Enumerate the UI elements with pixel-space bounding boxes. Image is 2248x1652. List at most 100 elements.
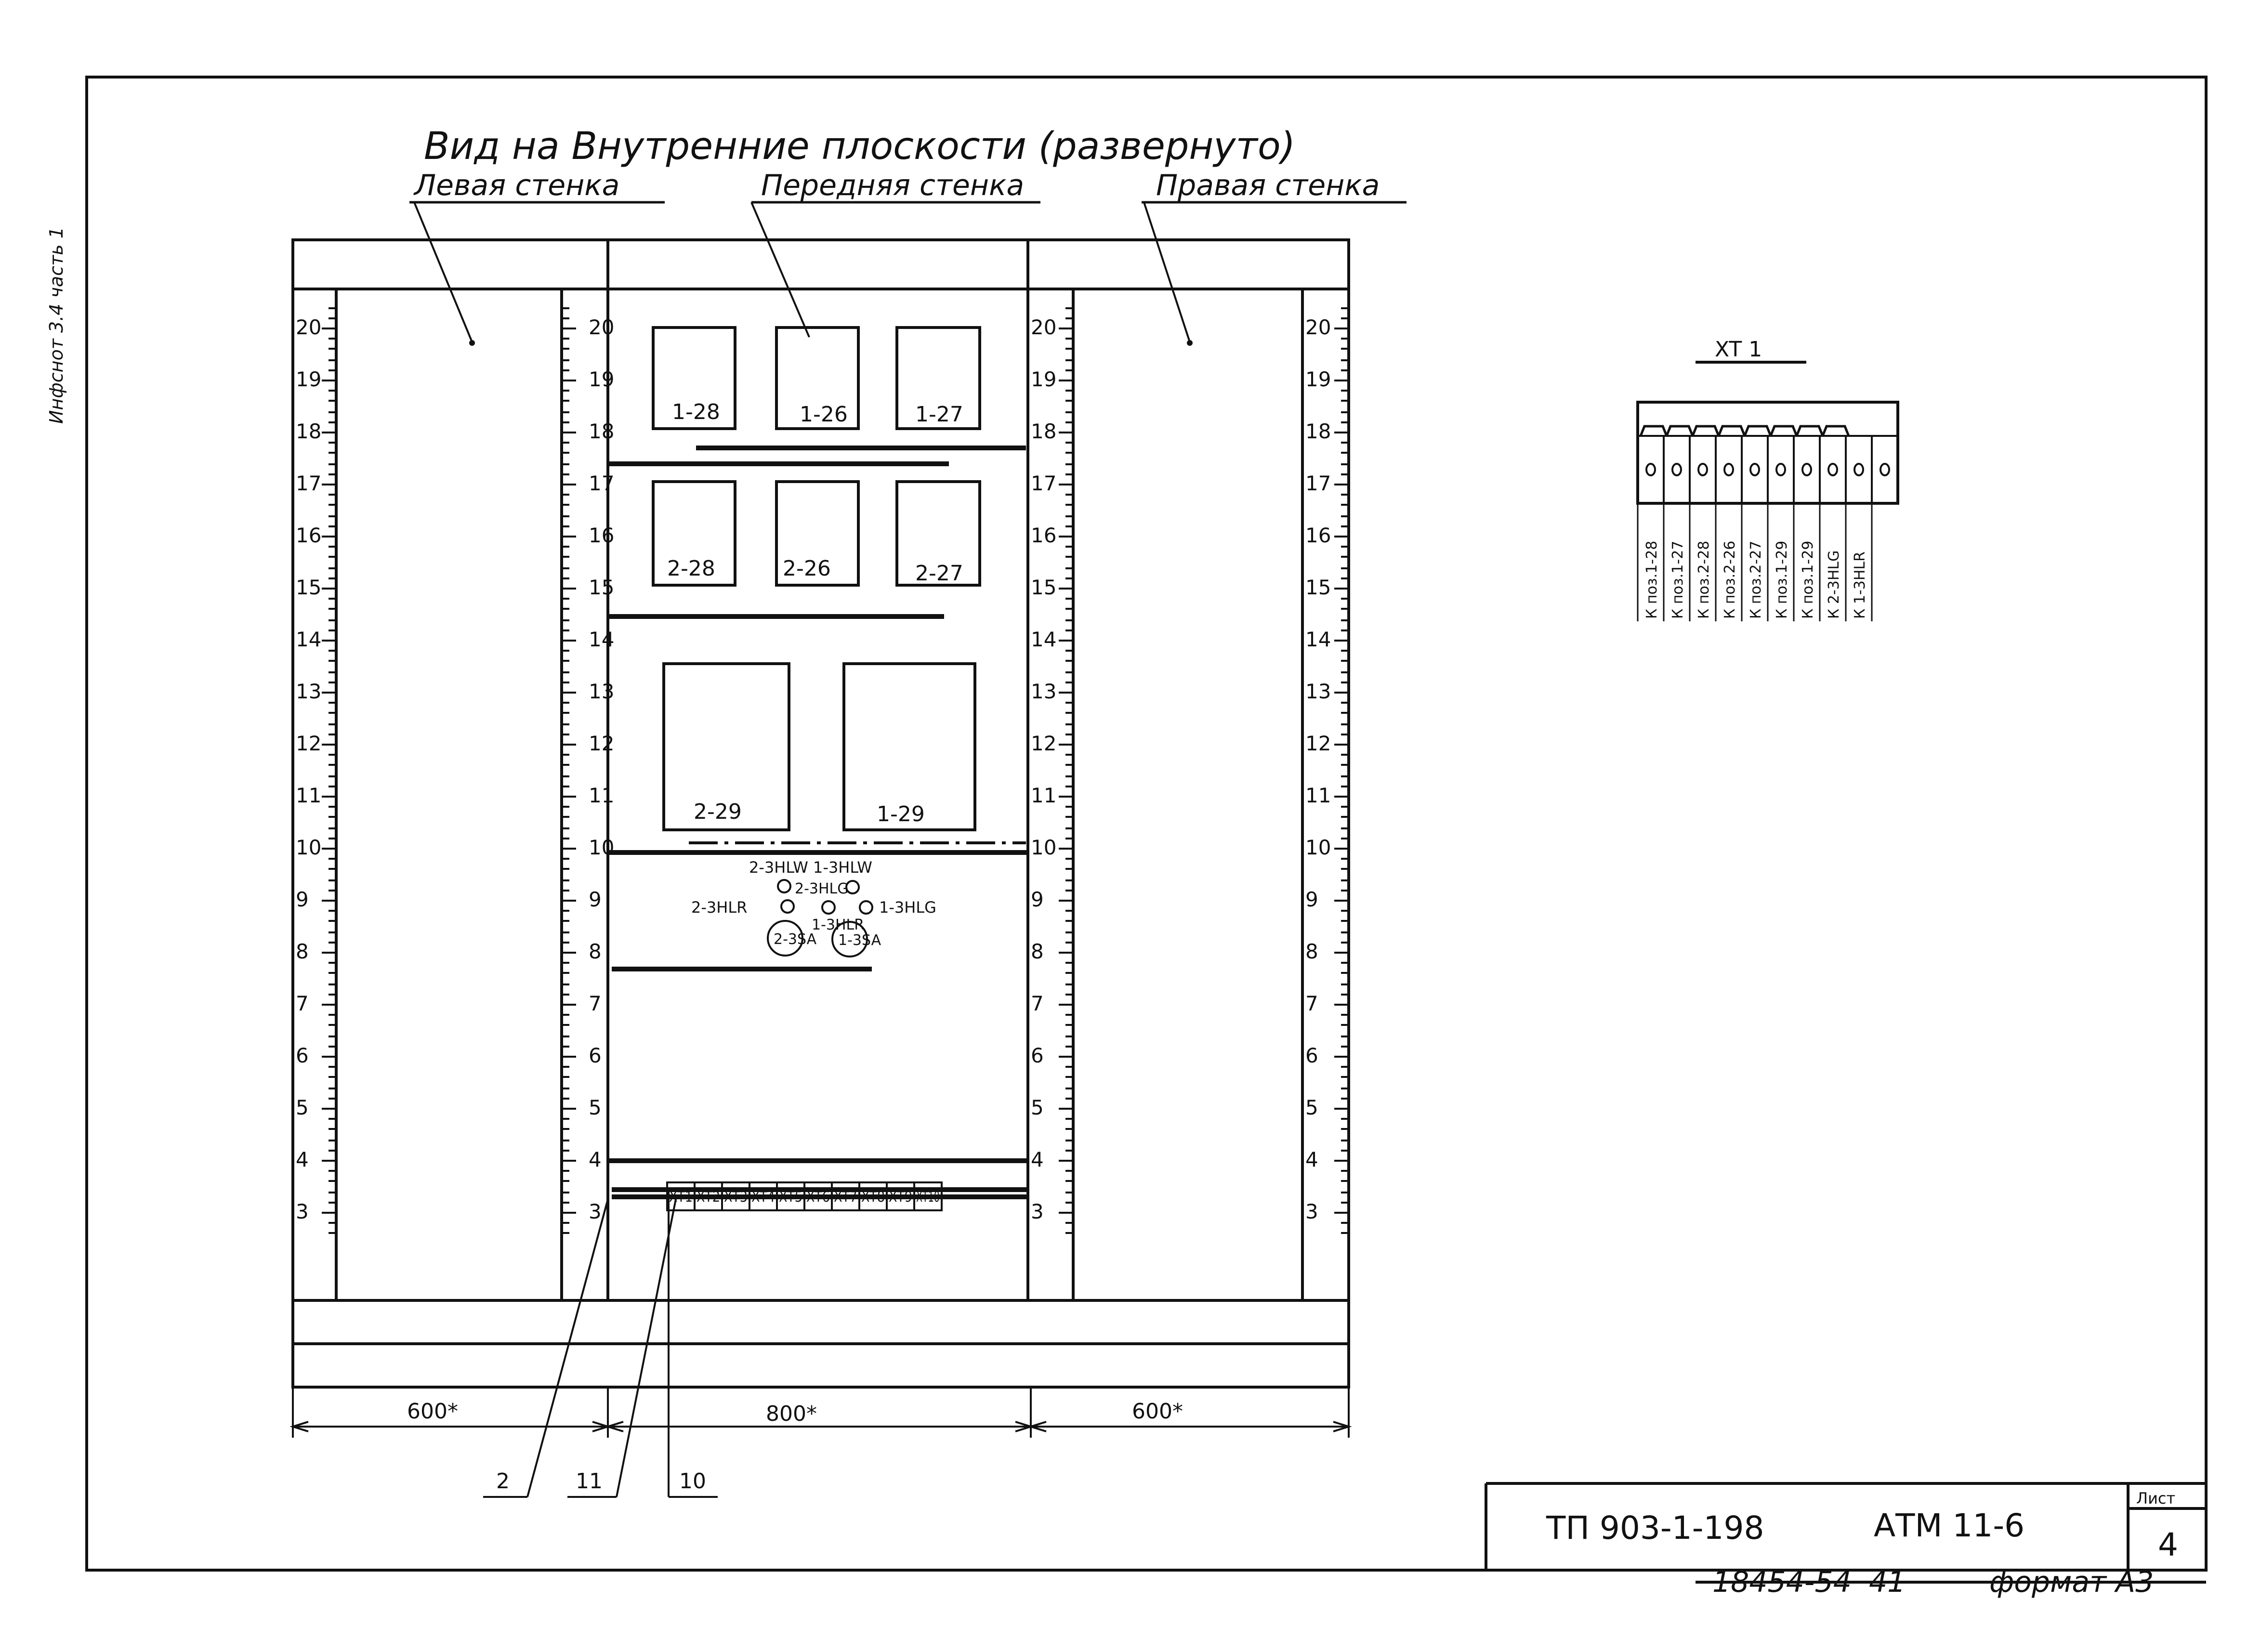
- terminal-screw-icon: [1671, 463, 1682, 476]
- callout-10: 10: [679, 1469, 706, 1494]
- scale-number: 8: [1031, 940, 1044, 963]
- lamp-icon: [859, 900, 873, 915]
- stamp-archive-number: 18454-54: [1712, 1565, 1852, 1599]
- terminal-label: XT4: [751, 1189, 775, 1206]
- device-box-2-27: [895, 480, 981, 587]
- scale-number: 3: [1305, 1200, 1318, 1223]
- device-label-1-28: 1-28: [672, 400, 720, 424]
- scale-number: 10: [296, 836, 321, 859]
- scale-number: 15: [1305, 576, 1331, 599]
- scale-number: 3: [296, 1200, 309, 1223]
- device-box-1-29: [842, 662, 976, 831]
- terminal-label: XT7: [834, 1189, 857, 1206]
- terminal-screw-icon: [1775, 463, 1786, 476]
- dim-front: 800*: [766, 1402, 817, 1426]
- scale-number: 13: [296, 680, 321, 703]
- scale-number: 11: [1031, 784, 1056, 807]
- terminal-label: XT2: [697, 1189, 720, 1206]
- dim-right: 600*: [1132, 1399, 1183, 1424]
- scale-number: 13: [589, 680, 614, 703]
- scale-number: 4: [589, 1148, 602, 1171]
- left-wall-panel: [335, 288, 563, 1302]
- scale-number: 18: [1305, 420, 1331, 443]
- scale-number: 5: [1031, 1096, 1044, 1119]
- dim-left: 600*: [407, 1399, 458, 1424]
- scale-number: 5: [1305, 1096, 1318, 1119]
- scale-number: 8: [296, 940, 309, 963]
- scale-number: 9: [589, 888, 602, 911]
- scale-number: 17: [1031, 472, 1056, 495]
- scale-number: 15: [1031, 576, 1056, 599]
- scale-number: 7: [589, 992, 602, 1015]
- terminal-screw-icon: [1801, 463, 1812, 476]
- scale-number: 16: [589, 524, 614, 547]
- device-label-1-26: 1-26: [800, 402, 848, 427]
- terminal-block: [913, 1181, 943, 1211]
- scale-number: 6: [1305, 1044, 1318, 1067]
- callout-11: 11: [576, 1469, 603, 1494]
- xt1-wire-label: К поз.2-26: [1722, 541, 1738, 619]
- device-box-2-29: [662, 662, 790, 831]
- scale-number: 7: [296, 992, 309, 1015]
- scale-number: 12: [296, 732, 321, 755]
- switch-label-right: 1-3SA: [838, 932, 881, 949]
- terminal-label: XT3: [724, 1189, 748, 1206]
- lamp-icon: [780, 899, 795, 914]
- scale-number: 11: [1305, 784, 1331, 807]
- scale-number: 12: [589, 732, 614, 755]
- terminal-screw-icon: [1723, 463, 1734, 476]
- signal-hlg-label: 2-3HLG: [795, 880, 849, 897]
- right-wall-label: Правая стенка: [1156, 169, 1380, 202]
- scale-number: 18: [1031, 420, 1056, 443]
- stamp-format: формат А3: [1989, 1565, 2154, 1599]
- terminal-screw-icon: [1854, 463, 1864, 476]
- scale-number: 8: [589, 940, 602, 963]
- xt1-wire-label: К поз.2-27: [1748, 541, 1764, 619]
- xt1-wire-label: К поз.1-29: [1800, 541, 1816, 619]
- left-wall-label: Левая стенка: [413, 169, 619, 202]
- scale-number: 7: [1305, 992, 1318, 1015]
- scale-number: 9: [1031, 888, 1044, 911]
- switch-icon: [767, 920, 803, 957]
- scale-number: 17: [589, 472, 614, 495]
- scale-number: 6: [296, 1044, 309, 1067]
- terminal-label: XT9: [889, 1189, 912, 1206]
- scale-number: 20: [1305, 315, 1331, 339]
- scale-number: 6: [1031, 1044, 1044, 1067]
- callout-2: 2: [496, 1469, 510, 1494]
- scale-number: 5: [296, 1096, 309, 1119]
- device-box-2-26: [775, 480, 860, 587]
- device-label-2-28: 2-28: [667, 556, 715, 581]
- scale-number: 20: [1031, 315, 1056, 339]
- stamp-document-code: АТМ 11-6: [1874, 1507, 2025, 1544]
- scale-rulers: 2019181716151413121110987654320191817161…: [292, 289, 1350, 1300]
- scale-number: 10: [1305, 836, 1331, 859]
- right-wall-panel: [1072, 288, 1304, 1302]
- device-label-2-26: 2-26: [783, 556, 831, 581]
- scale-number: 9: [1305, 888, 1318, 911]
- scale-number: 3: [1031, 1200, 1044, 1223]
- scale-number: 7: [1031, 992, 1044, 1015]
- terminal-label: XT10: [916, 1189, 940, 1206]
- stamp-sub-number: 41: [1869, 1565, 1906, 1599]
- side-note: Инфснот 3.4 часть 1: [46, 227, 67, 424]
- scale-number: 3: [589, 1200, 602, 1223]
- scale-number: 14: [589, 628, 614, 651]
- terminal-label: XT5: [779, 1189, 802, 1206]
- scale-number: 4: [1305, 1148, 1318, 1171]
- signal-hlr-center-label: 1-3HLR: [812, 917, 864, 933]
- terminal-label: XT6: [806, 1189, 830, 1206]
- scale-number: 16: [296, 524, 321, 547]
- scale-number: 10: [1031, 836, 1056, 859]
- scale-number: 15: [589, 576, 614, 599]
- terminal-screw-icon: [1749, 463, 1760, 476]
- scale-number: 13: [1031, 680, 1056, 703]
- terminal-screw-icon: [1697, 463, 1708, 476]
- switch-label-left: 2-3SA: [774, 931, 817, 948]
- scale-number: 12: [1031, 732, 1056, 755]
- xt1-wire-label: К поз.1-27: [1670, 541, 1686, 619]
- xt1-title: XT 1: [1715, 337, 1762, 362]
- signal-hlw-labels: 2-3HLW 1-3HLW: [749, 858, 872, 877]
